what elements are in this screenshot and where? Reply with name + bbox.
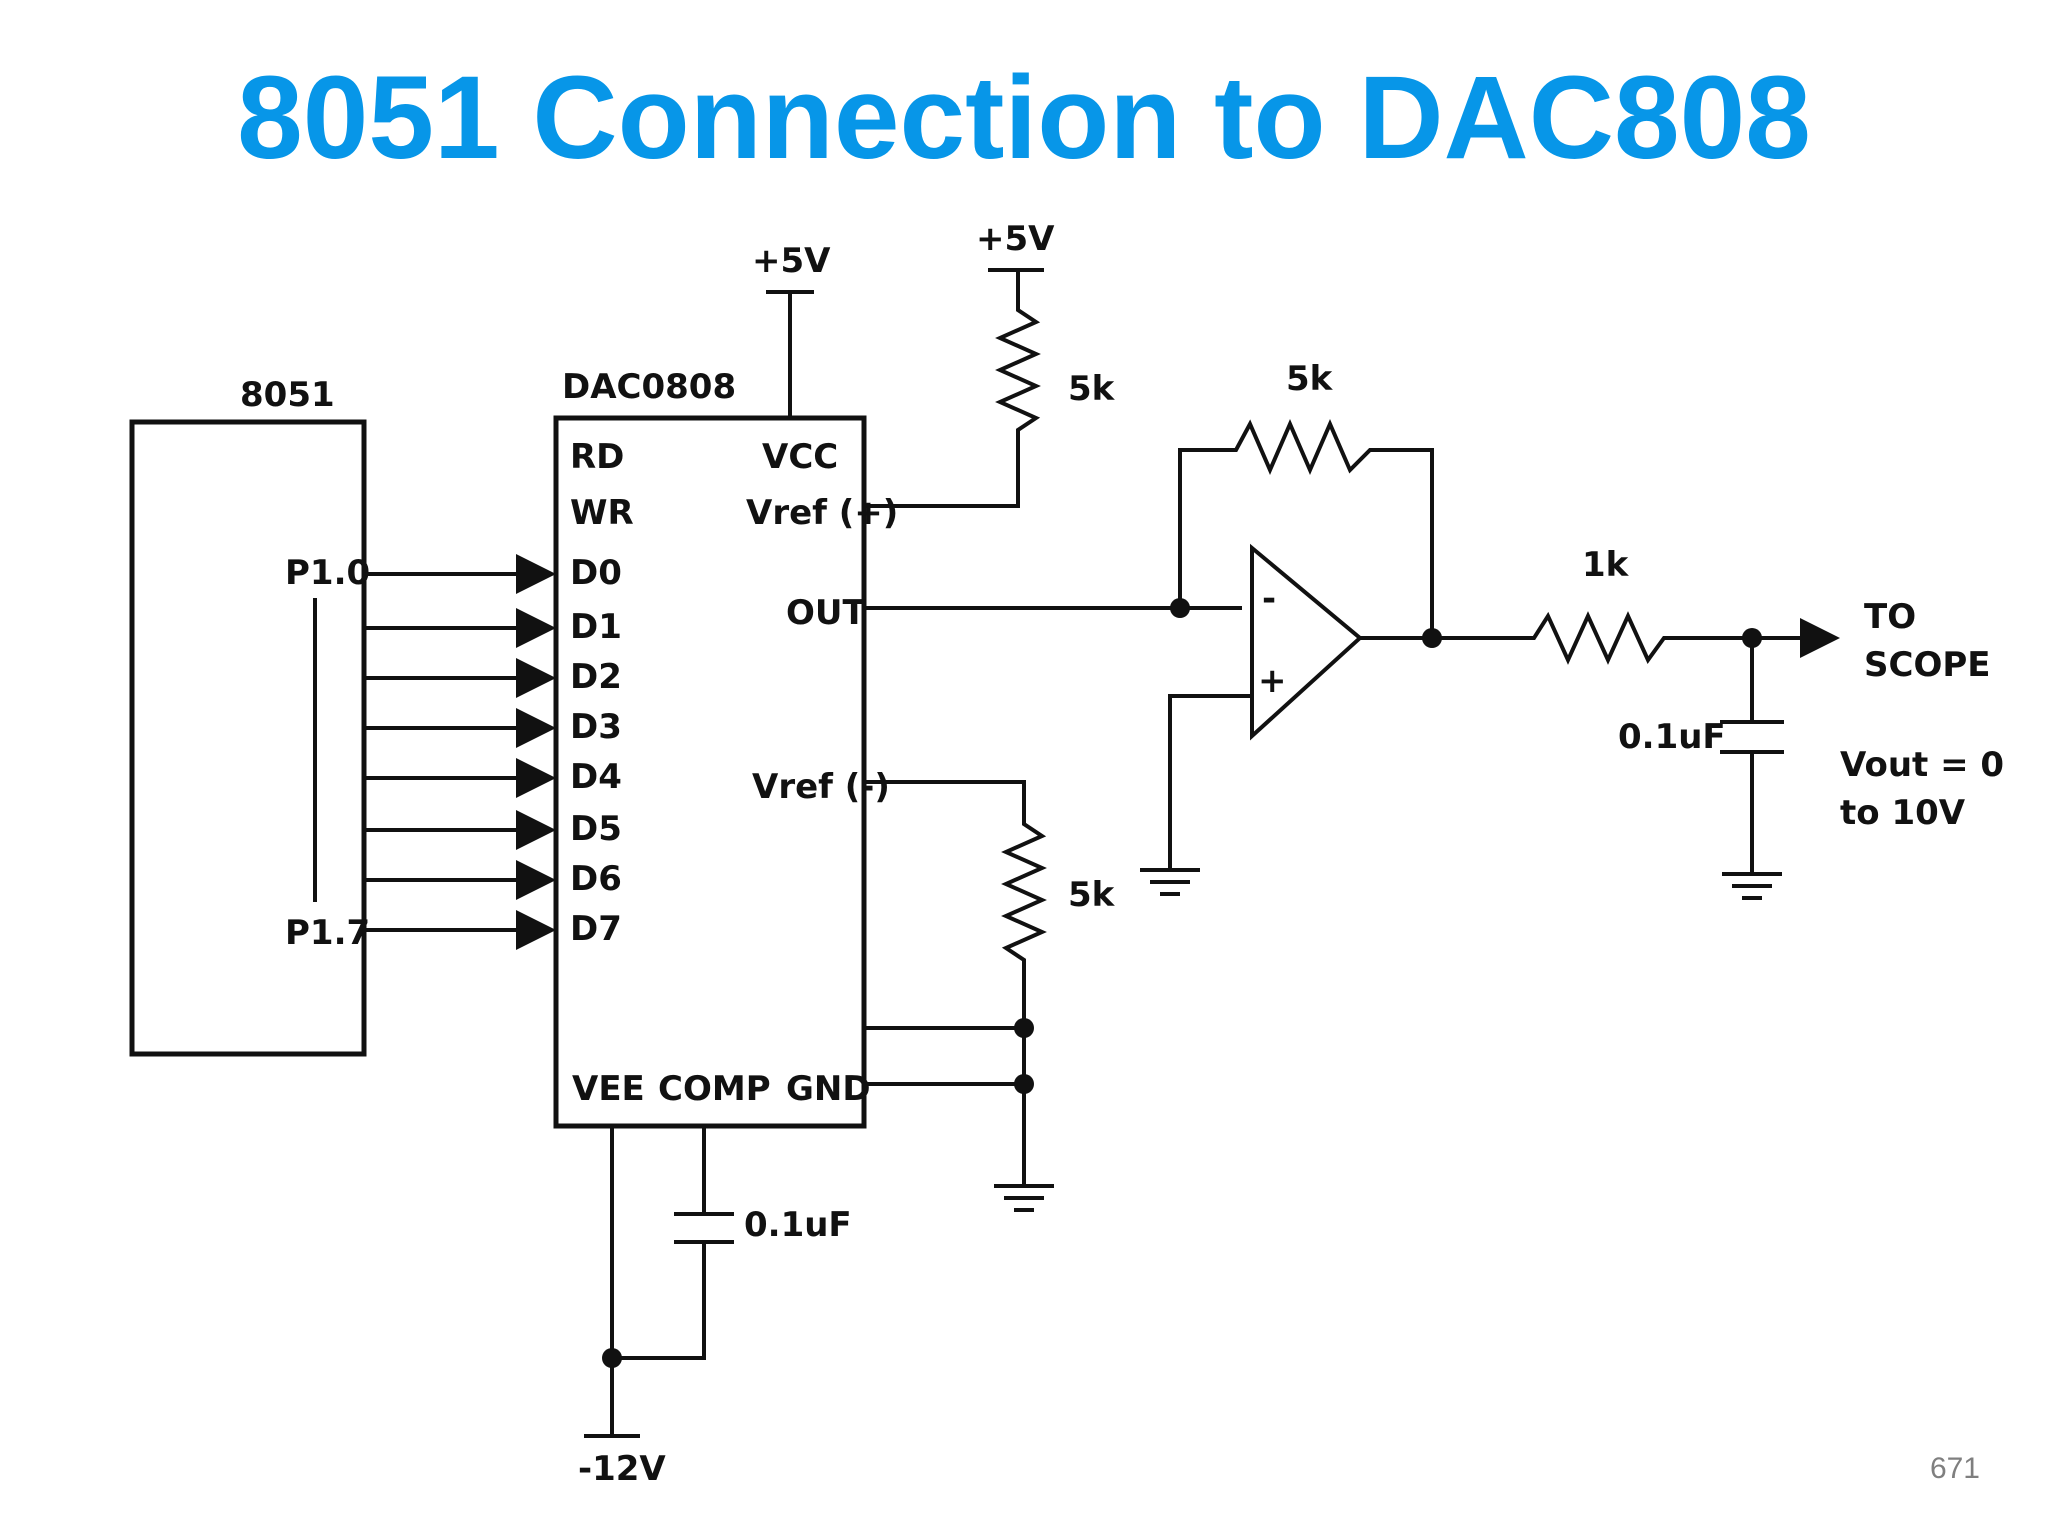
dac-pin-d5: D5 <box>570 809 622 849</box>
dac-pin-d3: D3 <box>570 707 622 747</box>
opamp-inverting-label: - <box>1262 579 1276 619</box>
mcu-pin-p1-7-label: P1.7 <box>285 913 370 953</box>
dac-pin-vcc: VCC <box>762 437 838 477</box>
comp-wire-bottom <box>610 1242 706 1360</box>
output-to-label: TO <box>1864 597 1916 637</box>
dac-pin-vee: VEE <box>572 1069 645 1109</box>
comp-cap-label: 0.1uF <box>744 1205 852 1245</box>
ground-icon-opamp <box>1140 868 1200 896</box>
mcu-8051-box <box>129 419 367 1057</box>
resistor-vref-plus-label: 5k <box>1068 369 1116 409</box>
resistor-vref-minus-label: 5k <box>1068 875 1116 915</box>
junction-dot-vee <box>602 1348 622 1368</box>
dac-pin-d4: D4 <box>570 757 622 797</box>
resistor-output-label: 1k <box>1582 545 1630 585</box>
resistor-output <box>1430 611 1840 665</box>
mcu-name-label: 8051 <box>240 375 335 415</box>
dac-pin-gnd: GND <box>786 1069 871 1109</box>
dac-pin-comp: COMP <box>658 1069 771 1109</box>
dac-pin-out: OUT <box>786 593 867 633</box>
data-bus-arrows <box>362 554 556 950</box>
dac-name-label: DAC0808 <box>562 367 736 407</box>
page-number: 671 <box>1929 1452 1980 1485</box>
opamp-noninverting-label: + <box>1258 661 1287 701</box>
dac-pin-vref-plus: Vref (+) <box>746 493 898 533</box>
mcu-pin-p1-0-label: P1.0 <box>285 553 370 593</box>
vref-supply-label: +5V <box>976 219 1055 259</box>
junction-dot-tie-upper <box>1014 1018 1034 1038</box>
slide-title: 8051 Connection to DAC808 <box>237 52 1811 184</box>
vee-supply-label: -12V <box>578 1449 666 1489</box>
vout-range-line1: Vout = 0 <box>1840 745 2004 785</box>
vcc-supply-label: +5V <box>752 241 831 281</box>
resistor-feedback <box>1178 418 1434 640</box>
dac-pin-d6: D6 <box>570 859 622 899</box>
noninverting-ground-wire <box>1168 694 1254 870</box>
resistor-feedback-label: 5k <box>1286 359 1334 399</box>
ground-icon-output <box>1722 872 1782 900</box>
dac-pin-d2: D2 <box>570 657 622 697</box>
dac0808-box <box>553 415 867 1129</box>
dac-pin-d7: D7 <box>570 909 622 949</box>
dac-pin-d0: D0 <box>570 553 622 593</box>
vout-range-line2: to 10V <box>1840 793 1966 833</box>
ground-icon-dac <box>994 1184 1054 1212</box>
output-scope-label: SCOPE <box>1864 645 1991 685</box>
dac-pin-rd: RD <box>570 437 624 477</box>
junction-dot-gnd <box>1014 1074 1034 1094</box>
resistor-vref-plus <box>862 268 1041 508</box>
dac-pin-wr: WR <box>570 493 634 533</box>
output-cap-label: 0.1uF <box>1618 717 1726 757</box>
resistor-vref-minus <box>862 780 1047 1188</box>
opamp-triangle-icon <box>1250 543 1364 741</box>
dac-pin-vref-minus: Vref (-) <box>752 767 890 807</box>
dac-pin-d1: D1 <box>570 607 622 647</box>
